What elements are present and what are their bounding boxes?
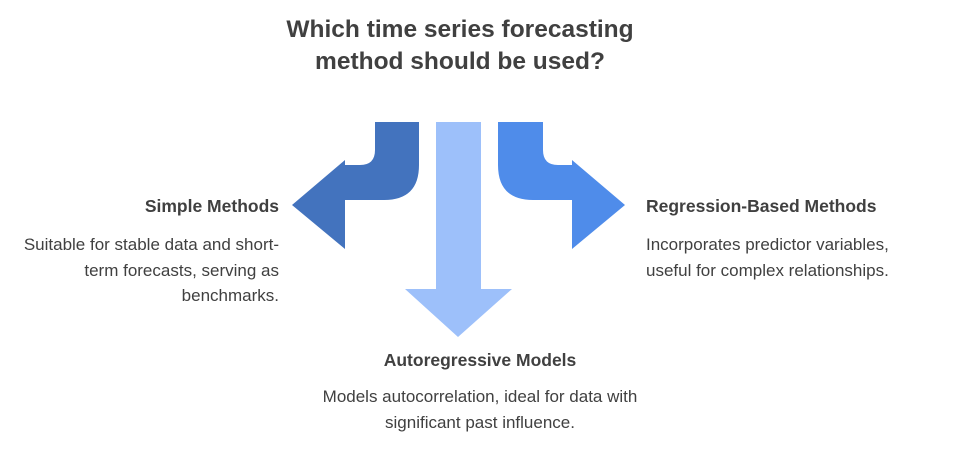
autoregressive-models-heading: Autoregressive Models (383, 350, 577, 370)
diagram-title: Which time series forecasting method sho… (286, 16, 634, 75)
autoregressive-models-description: Models autocorrelation, ideal for data w… (322, 387, 638, 432)
simple-methods-heading: Simple Methods (144, 196, 279, 216)
simple-methods-description: Suitable for stable data and short-term … (23, 235, 279, 305)
curved-arrow-right-icon (498, 122, 625, 249)
curved-arrow-left-icon (292, 122, 419, 249)
regression-methods-description: Incorporates predictor variables, useful… (646, 235, 889, 280)
regression-methods-heading: Regression-Based Methods (646, 196, 877, 216)
arrow-down-icon (405, 122, 512, 337)
